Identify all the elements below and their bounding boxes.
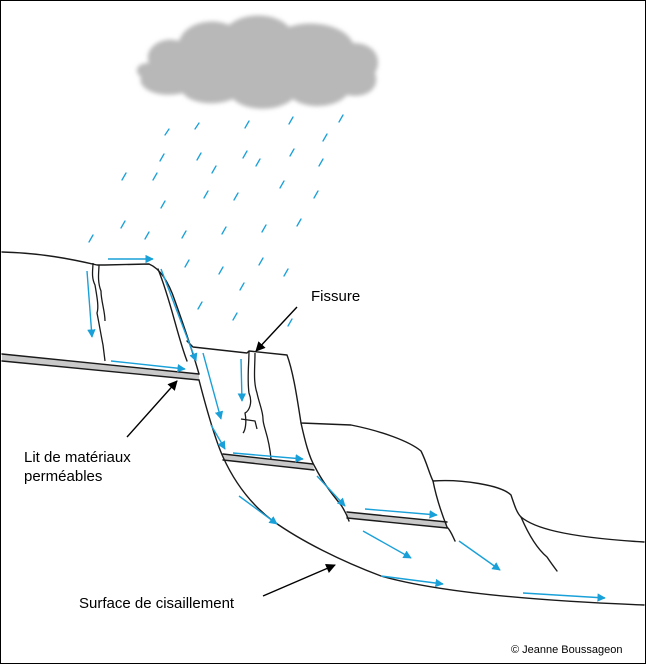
shear-surface-label: Surface de cisaillement: [79, 595, 235, 612]
permeable-bed-label-line2: perméables: [24, 468, 102, 485]
water-flow-arrows: [86, 254, 606, 602]
rain-drops: [88, 114, 344, 327]
leader-arrows: [126, 306, 336, 597]
crack-lines: [91, 262, 272, 460]
permeable-bed-layer: [1, 353, 448, 529]
rain-cloud-icon: [136, 15, 379, 109]
permeable-bed-label-line1: Lit de matériaux: [24, 449, 131, 466]
copyright-credit: © Jeanne Boussageon: [511, 644, 622, 656]
fissure-label: Fissure: [311, 288, 360, 305]
